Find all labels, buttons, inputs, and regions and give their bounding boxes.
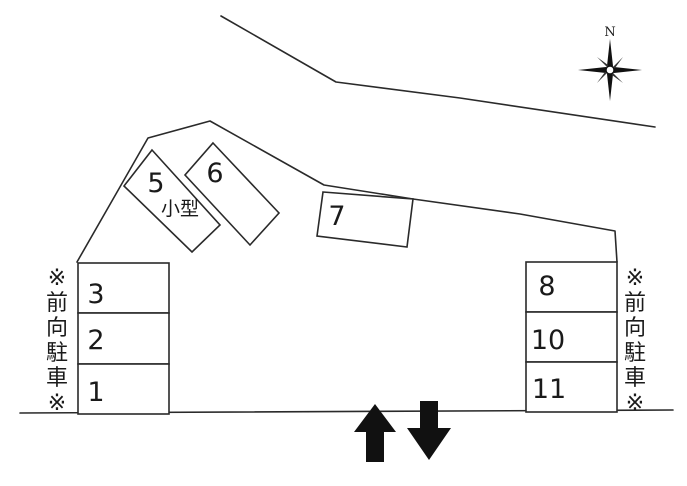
parking-space-11 [525,361,618,413]
space-label-1: 1 [87,377,104,408]
parking-space-10 [525,311,618,363]
parking-space-3 [77,262,170,314]
space-label-10: 10 [531,325,565,356]
arrow-up-icon [354,404,396,462]
compass-rose-icon [578,39,642,101]
front-parking-note-right: ※ 前 向 駐 車 ※ [624,266,646,416]
front-parking-note-left: ※ 前 向 駐 車 ※ [46,266,68,416]
svg-text:※: ※ [626,391,644,416]
space-label-6: 6 [206,158,223,189]
parking-space-5 [122,148,222,254]
space-label-5-sub: 小型 [161,198,199,220]
arrow-down-icon [407,401,451,460]
parking-space-2 [77,312,170,365]
svg-text:※: ※ [626,266,644,291]
space-label-7: 7 [328,201,345,232]
svg-text:駐: 駐 [46,341,68,366]
parking-space-7 [316,191,414,248]
svg-text:※: ※ [48,391,66,416]
svg-text:※: ※ [48,266,66,291]
lot-boundary-line [76,120,618,263]
svg-text:車: 車 [624,366,646,391]
space-label-2: 2 [87,325,104,356]
space-label-5: 5 [147,168,164,199]
space-label-3: 3 [87,279,104,310]
svg-text:向: 向 [46,316,68,341]
space-label-11: 11 [532,374,566,405]
road-edge-line [220,15,656,128]
parking-space-8 [525,261,618,313]
svg-text:駐: 駐 [624,341,646,366]
svg-text:前: 前 [624,291,646,316]
svg-text:向: 向 [624,316,646,341]
compass-north-label: N [604,25,615,40]
space-label-8: 8 [538,271,555,302]
parking-space-6 [183,141,281,247]
svg-text:前: 前 [46,291,68,316]
parking-space-1 [77,363,170,415]
svg-text:車: 車 [46,366,68,391]
